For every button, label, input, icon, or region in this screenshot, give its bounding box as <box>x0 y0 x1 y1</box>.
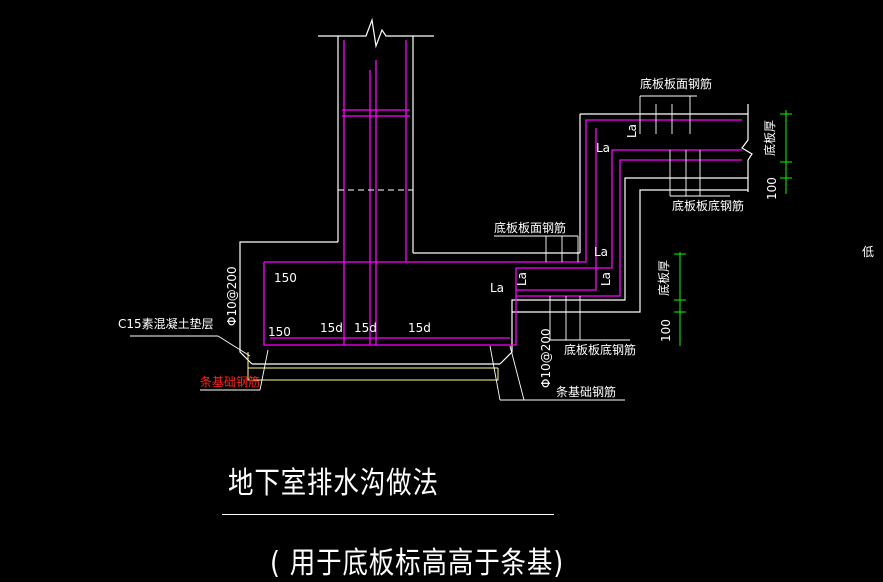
dim-100-b: 100 <box>659 319 673 342</box>
la-3: La <box>594 245 609 259</box>
dim-100-a: 100 <box>765 177 779 200</box>
dim-150-b: 150 <box>268 325 291 339</box>
slab-thickness-2: 底板厚 <box>657 259 671 296</box>
title-underline <box>222 514 554 515</box>
dim-15d-b: 15d <box>354 321 377 335</box>
la-4: La <box>599 271 613 286</box>
slab-thickness-1: 底板厚 <box>763 119 777 156</box>
label-bottom-rebar-2: 底板板底钢筋 <box>564 343 637 357</box>
dim-15d-c: 15d <box>408 321 431 335</box>
drawing-subtitle: ( 用于底板标高高于条基) <box>270 546 565 581</box>
edge-text: 低 <box>862 245 875 259</box>
leader-lines <box>130 95 730 401</box>
drawing-title: 地下室排水沟做法 <box>228 466 439 501</box>
label-stirrup-left: Φ10@200 <box>225 266 239 326</box>
footing-left-edge <box>239 241 338 365</box>
dim-15d-a: 15d <box>320 321 343 335</box>
dimension-lines <box>674 110 792 346</box>
right-section-bottom <box>499 189 748 365</box>
label-stirrup-right: Φ10@200 <box>539 328 553 388</box>
dim-150-a: 150 <box>274 271 297 285</box>
slab-break-line <box>741 104 753 192</box>
label-top-rebar-1: 底板板面钢筋 <box>640 77 713 91</box>
label-strip-rebar-left: 条基础钢筋 <box>200 375 261 389</box>
rebar-group <box>263 40 742 346</box>
la-5: La <box>490 281 505 295</box>
label-strip-rebar-right: 条基础钢筋 <box>556 385 617 399</box>
wall-break-line <box>318 17 434 49</box>
la-6: La <box>515 271 529 286</box>
concrete-outline <box>239 17 753 365</box>
label-top-rebar-2: 底板板面钢筋 <box>494 221 567 235</box>
slab-edge <box>511 177 748 312</box>
cushion-layer <box>247 352 499 381</box>
label-cushion: C15素混凝土垫层 <box>118 317 214 331</box>
la-1: La <box>596 141 611 155</box>
la-2: La <box>625 123 639 138</box>
label-bottom-rebar-1: 底板板底钢筋 <box>672 199 745 213</box>
